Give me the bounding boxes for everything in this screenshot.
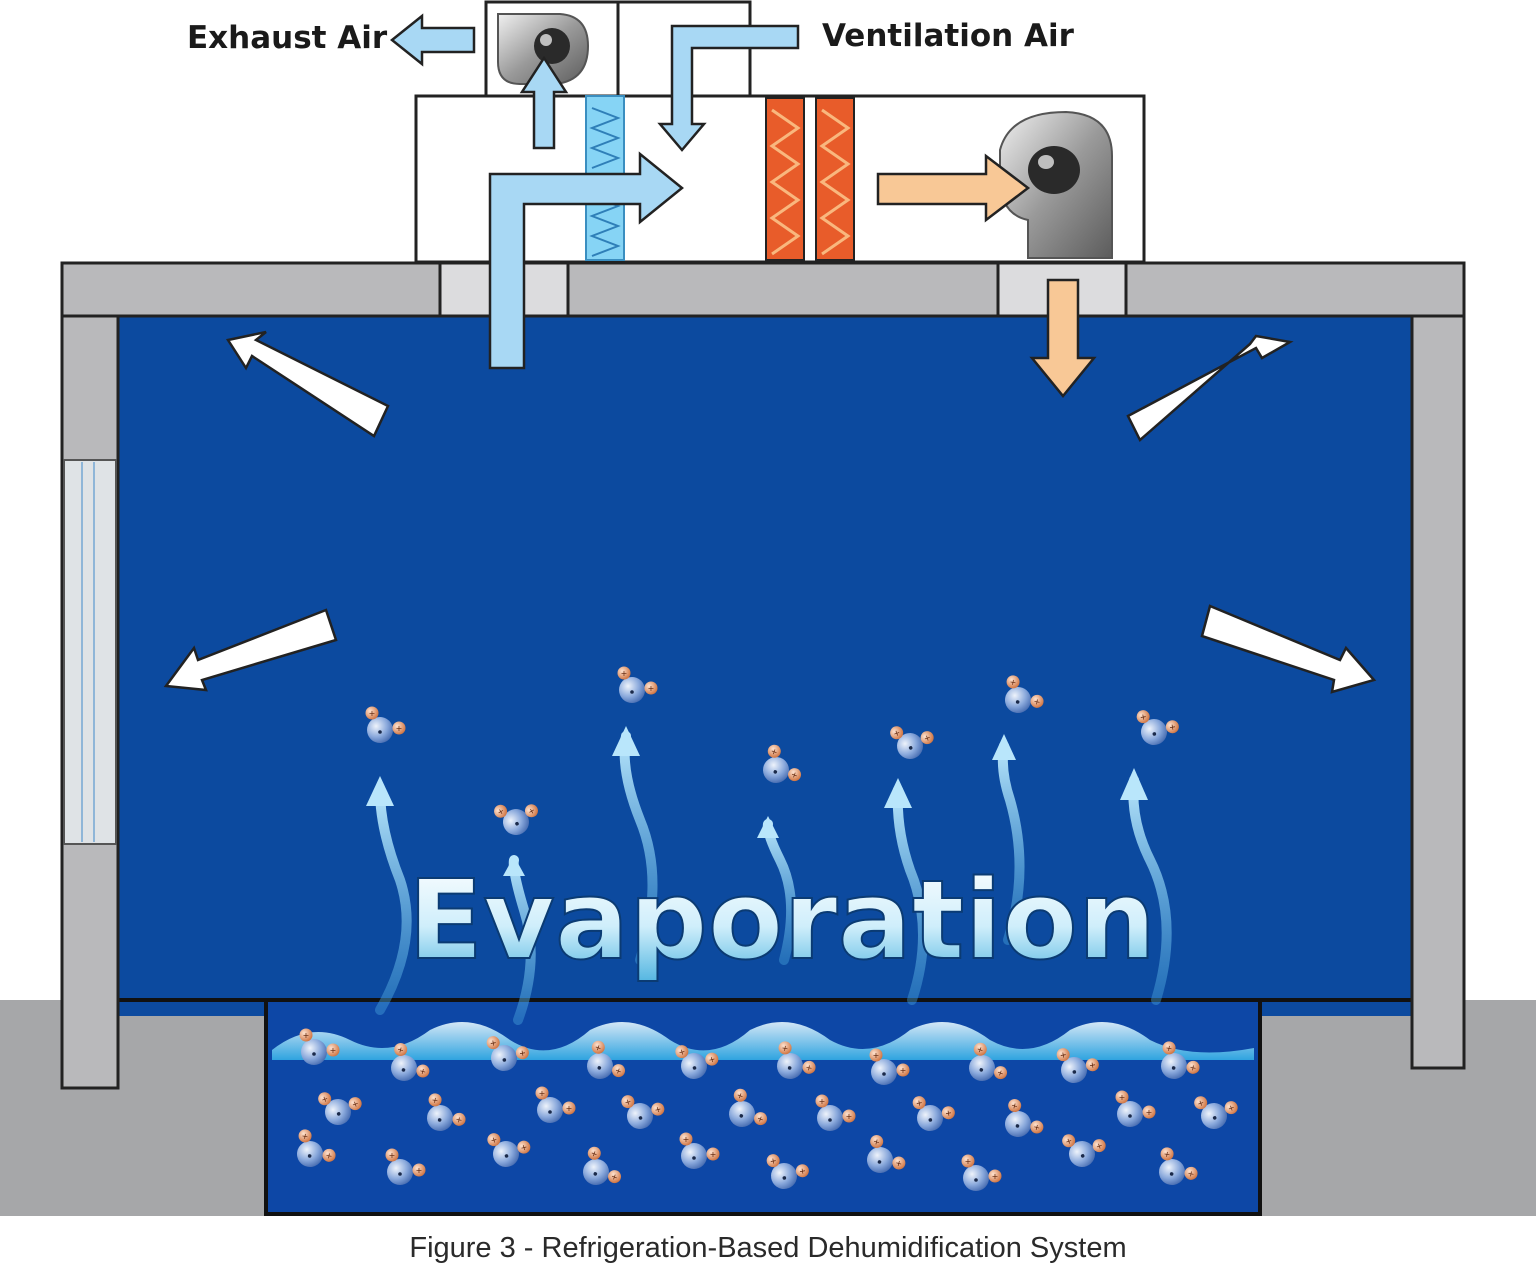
- air-flow-arrows: [163, 13, 1377, 694]
- exhaust-arrow-icon: [389, 13, 476, 67]
- ventilation-arrow-icon: [657, 24, 800, 152]
- evaporation-label: Evaporation: [408, 856, 1156, 984]
- warm-air-arrow-icon: [876, 153, 1031, 223]
- roof: [60, 261, 1466, 318]
- return-air-arrow-icon: [488, 151, 684, 370]
- ventilation-air-label: Ventilation Air: [822, 18, 1075, 54]
- circulation-arrow-icon: [1126, 334, 1294, 443]
- room-interior: [118, 316, 1412, 1016]
- supply-air-arrow-icon: [1029, 278, 1097, 398]
- exhaust-air-label: Exhaust Air: [187, 20, 388, 56]
- circulation-arrow-icon: [225, 330, 390, 438]
- right-wall: [1410, 314, 1466, 1070]
- window: [63, 459, 117, 845]
- heating-coil: [765, 97, 855, 261]
- stream-arrowheads: [366, 726, 1148, 876]
- supply-fan-icon: [999, 110, 1113, 259]
- circulation-arrow-icon: [163, 608, 338, 692]
- exhaust-fan-icon: [497, 13, 590, 85]
- exhaust-up-arrow-icon: [519, 55, 569, 150]
- circulation-arrow-icon: [1200, 604, 1377, 694]
- figure-caption: Figure 3 - Refrigeration-Based Dehumidif…: [409, 1232, 1127, 1264]
